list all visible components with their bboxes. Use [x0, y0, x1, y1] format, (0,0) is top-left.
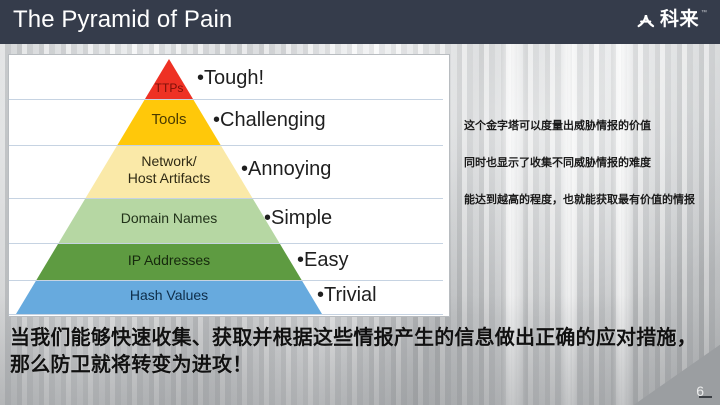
tier-separator	[9, 198, 443, 199]
note-line-2: 同时也显示了收集不同威胁情报的难度	[464, 157, 651, 169]
page-number-rule	[699, 396, 712, 398]
background-pillar	[500, 0, 526, 405]
tier-separator	[9, 145, 443, 146]
difficulty-text: Annoying	[248, 158, 332, 180]
difficulty-text: Challenging	[220, 109, 326, 131]
corner-triangle-decoration	[634, 345, 720, 405]
background-pillar	[612, 0, 634, 405]
note-line-1: 这个金字塔可以度量出威胁情报的价值	[464, 120, 651, 132]
difficulty-label-simple: •Simple	[264, 207, 332, 230]
bullet-icon: •	[297, 249, 305, 271]
note-line-3: 能达到越高的程度，也就能获取最有价值的情报	[464, 194, 695, 206]
logo-trademark: ™	[701, 10, 707, 16]
difficulty-label-trivial: •Trivial	[317, 284, 377, 307]
difficulty-label-easy: •Easy	[297, 249, 348, 272]
bullet-icon: •	[264, 207, 272, 229]
bottom-caption: 当我们能够快速收集、获取并根据这些情报产生的信息做出正确的应对措施，那么防卫就将…	[10, 327, 697, 376]
kelai-logo-icon	[635, 9, 656, 30]
tier-separator	[9, 280, 443, 281]
bullet-icon: •	[197, 67, 205, 89]
bullet-icon: •	[213, 109, 221, 131]
bullet-icon: •	[241, 158, 249, 180]
difficulty-text: Simple	[271, 207, 333, 229]
pyramid-diagram: TTPs Tools Network/ Host Artifacts Domai…	[9, 55, 449, 316]
bullet-icon: •	[317, 284, 325, 306]
tier-separator	[9, 99, 443, 100]
pyramid-panel: TTPs Tools Network/ Host Artifacts Domai…	[8, 54, 450, 317]
page-number: 6	[696, 383, 704, 399]
tier-separator	[9, 314, 443, 315]
background-pillar	[560, 0, 578, 405]
page-title: The Pyramid of Pain	[13, 6, 233, 33]
difficulty-text: Trivial	[324, 284, 377, 306]
logo-wordmark: 科来	[659, 9, 699, 30]
header-bar: The Pyramid of Pain 科来 ™	[0, 0, 720, 44]
tier-separator	[9, 243, 443, 244]
difficulty-label-challenging: •Challenging	[213, 109, 326, 132]
difficulty-label-tough: •Tough!	[197, 67, 264, 90]
pyramid-shape	[16, 59, 322, 314]
brand-logo: 科来 ™	[635, 9, 707, 30]
difficulty-text: Easy	[304, 249, 349, 271]
difficulty-label-annoying: •Annoying	[241, 158, 331, 181]
annotation-notes: 这个金字塔可以度量出威胁情报的价值 同时也显示了收集不同威胁情报的难度 能达到越…	[464, 118, 714, 208]
difficulty-text: Tough!	[204, 67, 265, 89]
